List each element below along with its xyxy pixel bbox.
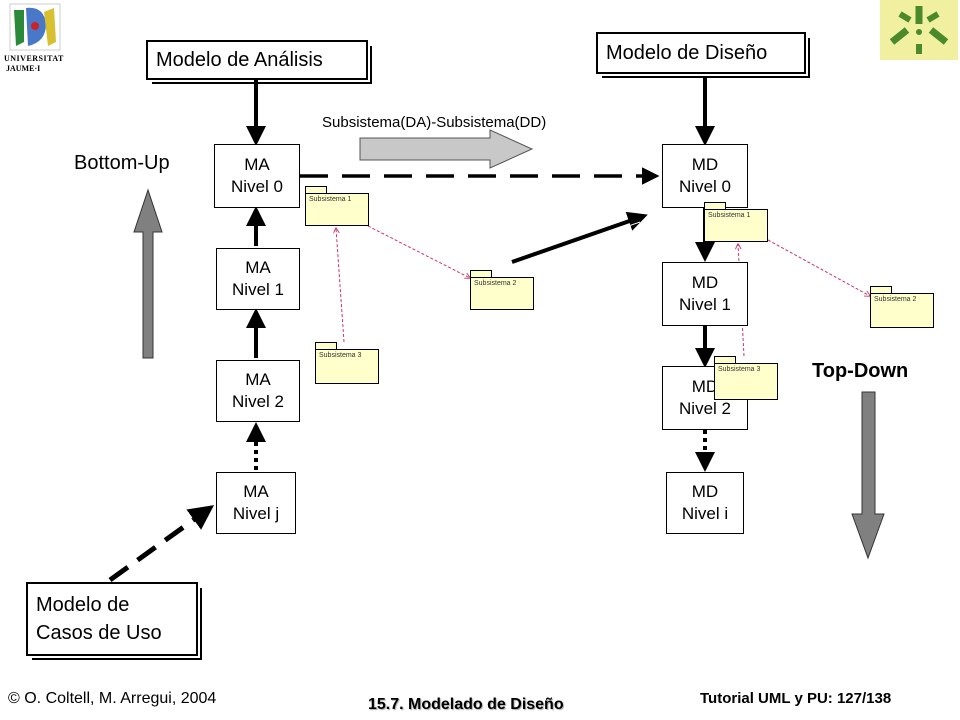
ma-level-j-title: MA (243, 481, 269, 501)
design-model-box: Modelo de Diseño (596, 32, 810, 78)
ma-level-2-title: MA (245, 369, 271, 389)
ma-level-j-sub: Nivel j (232, 504, 280, 523)
gray-block-arrow (359, 129, 534, 169)
design-model-label: Modelo de Diseño (606, 41, 768, 64)
triangle-emblem-icon (889, 6, 949, 54)
bottom-up-arrow (133, 188, 163, 359)
usecases-label-1: Modelo de (36, 594, 130, 616)
package-right-subsystem-3-label: Subsistema 3 (714, 363, 778, 400)
package-left-subsystem-2-label: Subsistema 2 (470, 277, 534, 310)
link-left-sub1-sub2 (367, 225, 470, 278)
analysis-model-label: Modelo de Análisis (156, 48, 323, 71)
subsystem-mapping-label: Subsistema(DA)-Subsistema(DD) (322, 114, 547, 131)
department-logo (880, 0, 958, 60)
logo-text-1: UNIVERSITAT (4, 54, 64, 63)
md-level-2-sub: Nivel 2 (679, 399, 731, 418)
ma-level-1-sub: Nivel 1 (232, 280, 284, 299)
md-level-1-box: MD Nivel 1 (662, 262, 748, 326)
footer-copyright: © O. Coltell, M. Arregui, 2004 (8, 690, 217, 707)
analysis-model-box: Modelo de Análisis (146, 40, 372, 84)
ma-level-2-box: MA Nivel 2 (216, 360, 300, 422)
md-level-0-sub: Nivel 0 (679, 177, 731, 196)
logo-text-2: JAUME·I (6, 64, 41, 73)
ma-level-1-box: MA Nivel 1 (216, 248, 300, 310)
footer-page-info: Tutorial UML y PU: 127/138 (700, 690, 892, 707)
link-left-sub3-sub1 (336, 228, 345, 343)
package-right-subsystem-1: Subsistema 1 (704, 202, 768, 242)
md-level-i-box: MD Nivel i (666, 472, 744, 534)
top-down-label: Top-Down (812, 360, 909, 382)
package-right-subsystem-2: Subsistema 2 (870, 286, 934, 328)
arrow-diagonal-mapping (511, 211, 648, 264)
ma-level-0-box: MA Nivel 0 (214, 144, 300, 208)
arrow-usecases-to-maj (108, 505, 215, 583)
usecases-model-box: Modelo de Casos de Uso (26, 582, 202, 660)
package-right-subsystem-2-label: Subsistema 2 (870, 293, 934, 328)
md-level-i-sub: Nivel i (681, 504, 729, 523)
link-right-sub1-sub2 (767, 239, 870, 296)
package-right-subsystem-3: Subsistema 3 (714, 356, 778, 400)
md-level-1-title: MD (691, 272, 719, 292)
logo-emblem-icon (9, 3, 61, 51)
package-left-subsystem-1: Subsistema 1 (305, 186, 369, 226)
usecases-label-2: Casos de Uso (36, 622, 162, 644)
package-right-subsystem-1-label: Subsistema 1 (704, 209, 768, 242)
ma-level-1-title: MA (245, 257, 271, 277)
md-level-0-title: MD (691, 154, 719, 174)
package-left-subsystem-3: Subsistema 3 (315, 342, 379, 384)
ma-level-j-box: MA Nivel j (216, 472, 296, 534)
md-level-i-title: MD (691, 481, 719, 501)
package-left-subsystem-2: Subsistema 2 (470, 270, 534, 310)
ma-level-0-sub: Nivel 0 (231, 177, 283, 196)
top-down-arrow (851, 391, 885, 560)
md-level-0-box: MD Nivel 0 (662, 144, 748, 208)
footer-section-title: 15.7. Modelado de Diseño (368, 696, 564, 713)
bottom-up-label: Bottom-Up (74, 152, 170, 174)
md-level-1-sub: Nivel 1 (679, 295, 731, 314)
md-level-2-title: MD (691, 376, 719, 396)
ma-level-2-sub: Nivel 2 (232, 392, 284, 411)
university-logo: UNIVERSITAT JAUME·I (4, 2, 66, 74)
package-left-subsystem-1-label: Subsistema 1 (305, 193, 369, 226)
ma-level-0-title: MA (244, 154, 270, 174)
package-left-subsystem-3-label: Subsistema 3 (315, 349, 379, 384)
